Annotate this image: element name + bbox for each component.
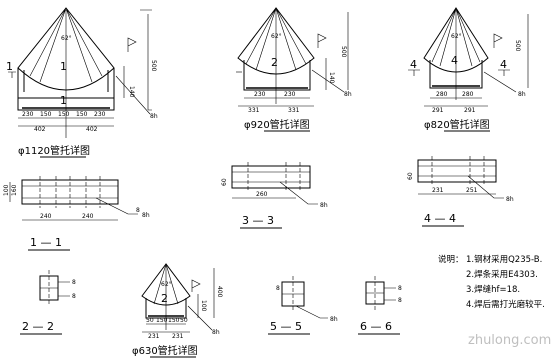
dim-bottom-2: 150 xyxy=(156,317,168,324)
saddle-1120-detail: 62° 1 1 230 150 150 150 230 402 402 500 … xyxy=(6,7,158,158)
dim-v: 60 xyxy=(407,172,414,180)
dim-overall-left: 291 xyxy=(432,107,444,114)
section-label-1-1: 1 — 1 xyxy=(30,236,62,249)
section-label-6-6: 6 — 6 xyxy=(360,320,392,333)
section-mark: 4 xyxy=(451,54,458,67)
dim-left: 240 xyxy=(40,213,52,220)
dim-bottom-2: 150 xyxy=(40,111,52,118)
title-630: φ630管托详图 xyxy=(132,344,198,357)
section-label-4-4: 4 — 4 xyxy=(424,212,456,225)
dim-side: 500 xyxy=(340,46,347,58)
dim-bottom-2: 280 xyxy=(462,91,474,98)
saddle-920-detail: 62° 2 230 230 331 331 500 140 8h φ920管托详… xyxy=(236,7,352,132)
svg-text:8h: 8h xyxy=(506,196,514,203)
dim-v2: 160 xyxy=(11,184,18,196)
dim-overall-right: 231 xyxy=(172,333,184,340)
dim-bottom-2: 230 xyxy=(284,91,296,98)
section-3-3: 60 260 8h 3 — 3 xyxy=(221,162,328,229)
dim-left: 231 xyxy=(432,187,444,194)
svg-text:8h: 8h xyxy=(212,329,220,336)
dim-right: 240 xyxy=(82,213,94,220)
dim-height: 100 xyxy=(200,300,207,312)
dim-bottom-3: 150 xyxy=(58,111,70,118)
section-mark: 1 xyxy=(60,60,67,73)
svg-text:8: 8 xyxy=(398,297,402,304)
dim-bottom-1: 50 xyxy=(146,317,154,324)
title-820: φ820管托详图 xyxy=(424,118,490,131)
section-mark: 2 xyxy=(161,292,168,305)
dim-overall-right: 402 xyxy=(86,126,98,133)
dim-bottom-4: 150 xyxy=(76,111,88,118)
dim-8: 8 xyxy=(398,285,402,292)
dim-side: 500 xyxy=(150,60,157,72)
svg-text:8: 8 xyxy=(72,293,76,300)
title-1120: φ1120管托详图 xyxy=(18,144,90,157)
section-label-5-5: 5 — 5 xyxy=(270,320,302,333)
dim-v: 60 xyxy=(221,178,228,186)
weld-dim: 8 xyxy=(136,207,140,214)
dim-overall-left: 231 xyxy=(148,333,160,340)
dim-side: 500 xyxy=(514,40,521,52)
section-5-5: 8h 8 5 — 5 xyxy=(268,276,338,335)
dim-bottom-1: 230 xyxy=(254,91,266,98)
dim-bottom-1: 280 xyxy=(436,91,448,98)
dim-overall-left: 331 xyxy=(248,107,260,114)
note-4: 4.焊后需打光磨较平. xyxy=(466,299,545,310)
title-920: φ920管托详图 xyxy=(244,118,310,131)
cut-mark-left: 1 xyxy=(6,60,13,73)
notes-block: 说明： 1.钢材采用Q235-B. 2.焊条采用E4303. 3.焊缝hf=18… xyxy=(438,254,545,310)
dim-height: 140 xyxy=(128,86,135,98)
svg-text:8h: 8h xyxy=(518,91,526,98)
angle-label: 62° xyxy=(61,35,72,42)
section-6-6: 8 8 6 — 6 xyxy=(358,276,402,335)
dim-overall-right: 291 xyxy=(464,107,476,114)
svg-text:62°: 62° xyxy=(271,33,282,40)
dim-overall-right: 331 xyxy=(288,107,300,114)
dim-8: 8 xyxy=(72,279,76,286)
section-2-2: 8 8 2 — 2 xyxy=(20,270,76,335)
dim-bottom-5: 230 xyxy=(94,111,106,118)
dim-bottom-1: 230 xyxy=(22,111,34,118)
dim-side: 400 xyxy=(216,286,223,298)
note-3: 3.焊缝hf=18. xyxy=(466,284,520,295)
svg-text:8h: 8h xyxy=(344,91,352,98)
svg-text:8h: 8h xyxy=(142,212,150,219)
dim-bottom-3: 150 xyxy=(168,317,180,324)
svg-text:8h: 8h xyxy=(330,316,338,323)
cut-mark-right-a: 4 xyxy=(410,58,417,71)
dim-bottom-4: 50 xyxy=(180,317,188,324)
weld-symbol: 8h xyxy=(150,113,158,120)
note-1: 1.钢材采用Q235-B. xyxy=(466,254,542,265)
dim-8: 8 xyxy=(276,285,280,292)
section-mark-lower: 1 xyxy=(60,94,67,107)
saddle-820-detail: 62° 4 280 280 291 291 500 4 4 8h φ820管托详… xyxy=(408,7,529,132)
dim-right: 251 xyxy=(466,187,478,194)
cut-mark-right-b: 4 xyxy=(500,58,507,71)
watermark: zhulong.com xyxy=(468,333,551,348)
svg-text:8h: 8h xyxy=(320,202,328,209)
section-1-1: 100 160 240 240 8 8h 1 — 1 xyxy=(3,176,150,251)
section-4-4: 60 231 251 8h 4 — 4 xyxy=(407,156,514,227)
section-label-3-3: 3 — 3 xyxy=(242,214,274,227)
section-label-2-2: 2 — 2 xyxy=(22,320,54,333)
notes-title: 说明： xyxy=(438,254,464,265)
dim-width: 260 xyxy=(256,191,268,198)
dim-v1: 100 xyxy=(3,184,10,196)
note-2: 2.焊条采用E4303. xyxy=(466,269,538,280)
dim-overall-left: 402 xyxy=(34,126,46,133)
svg-text:62°: 62° xyxy=(451,33,462,40)
saddle-630-detail: 62° 2 50 150 150 50 231 231 400 100 8h φ… xyxy=(132,263,223,358)
svg-text:62°: 62° xyxy=(161,281,172,288)
dim-height: 140 xyxy=(328,72,335,84)
section-mark: 2 xyxy=(271,56,278,69)
